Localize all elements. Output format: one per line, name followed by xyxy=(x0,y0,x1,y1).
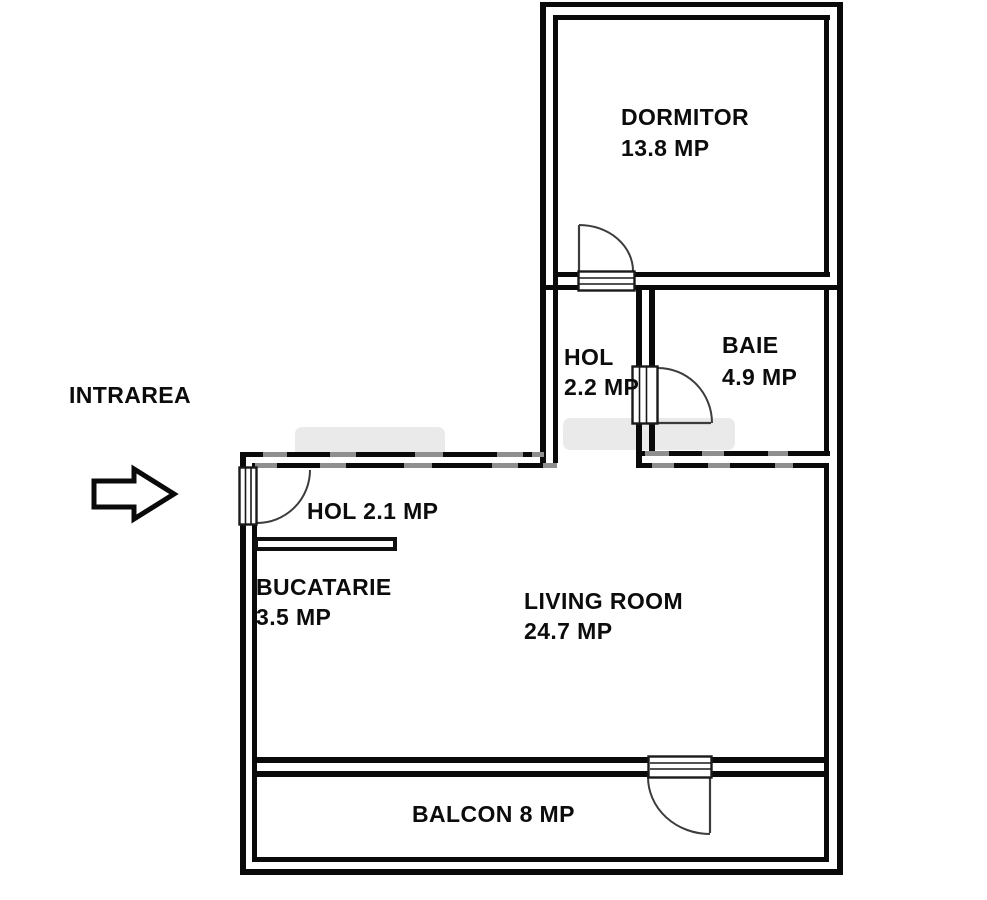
wall-left-above-door xyxy=(240,452,246,468)
wall-bedroom-floor-left xyxy=(553,272,578,277)
wall-balcony-top-left xyxy=(252,771,648,777)
bathroom-door xyxy=(631,365,713,425)
wall-left-below-door xyxy=(240,524,246,875)
watermark-wall-patches xyxy=(255,451,793,468)
baie-name-label: BAIE xyxy=(722,332,779,358)
wall-living-top-right xyxy=(642,463,828,468)
wall-bedroom-floor-right xyxy=(635,272,830,277)
wall-hol-baie-top xyxy=(635,285,837,290)
wall-balcony-top-right xyxy=(712,771,829,777)
wall-baie-inner-right xyxy=(824,290,829,456)
wall-living-top-outer xyxy=(240,452,546,457)
wall-bedroom-inner-right xyxy=(824,15,829,277)
wall-bedroom-inner-left xyxy=(553,15,558,463)
dormitor-area-label: 13.8 MP xyxy=(621,135,710,161)
hol-entry-label: HOL 2.1 MP xyxy=(307,498,439,524)
dormitor-name-label: DORMITOR xyxy=(621,104,749,130)
wall-balcony-bottom-inner xyxy=(252,857,829,862)
bucatarie-name-label: BUCATARIE xyxy=(256,574,392,600)
kitchen-partition xyxy=(254,537,397,551)
hol-area-label: 2.2 MP xyxy=(564,374,640,400)
wall-bedroom-inner-top xyxy=(553,15,830,20)
wall-baie-bottom xyxy=(642,451,830,456)
wall-outer-right xyxy=(837,2,843,875)
living-area-label: 24.7 MP xyxy=(524,618,613,644)
living-name-label: LIVING ROOM xyxy=(524,588,684,614)
wall-bedroom-outer-top xyxy=(540,2,843,7)
entrance-door xyxy=(238,466,311,526)
wall-right-inner xyxy=(824,463,829,862)
balcony-door xyxy=(647,755,713,835)
balcon-label: BALCON 8 MP xyxy=(412,801,575,827)
wall-living-bottom-right xyxy=(712,757,829,763)
wall-living-bottom-left xyxy=(252,757,648,763)
wall-bedroom-outer-left xyxy=(540,2,546,463)
hol-name-label: HOL xyxy=(564,344,614,370)
entrance-label: INTRAREA xyxy=(69,382,192,408)
wall-left-inner xyxy=(252,524,257,862)
wall-hol-top-left xyxy=(546,285,578,290)
wall-outer-bottom xyxy=(240,869,843,875)
baie-area-label: 4.9 MP xyxy=(722,364,798,390)
entrance-arrow-icon xyxy=(91,464,179,524)
bucatarie-area-label: 3.5 MP xyxy=(256,604,332,630)
bedroom-door xyxy=(577,224,636,292)
